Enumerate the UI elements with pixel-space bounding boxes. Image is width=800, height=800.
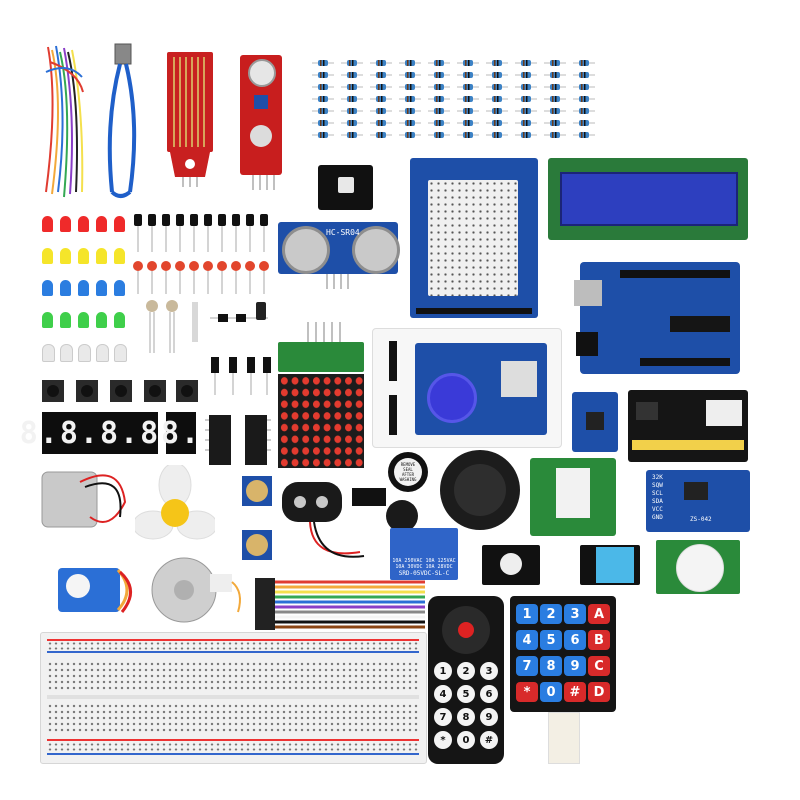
ir-remote-button[interactable]: 6 [480, 685, 498, 703]
servo-motor [58, 568, 132, 613]
pir-motion-sensor [656, 540, 740, 594]
rfid-header-pins [389, 341, 397, 435]
keypad-key[interactable]: 2 [540, 604, 562, 624]
rtc-module: 32K SQW SCL SDA VCC GND ZS-042 [646, 470, 750, 532]
buzzer-label-4: WASHING [399, 477, 417, 482]
ir-remote-button[interactable]: 4 [434, 685, 452, 703]
led-assortment [42, 216, 132, 366]
keypad-key[interactable]: 5 [540, 630, 562, 650]
rtc-pin-label: 32K [652, 474, 663, 481]
keypad-key[interactable]: 4 [516, 630, 538, 650]
small-components [146, 300, 268, 353]
buzzer-label-2: SEAL [403, 467, 413, 472]
potentiometers [242, 476, 272, 560]
ultrasonic-label: HC-SR04 [326, 228, 360, 237]
relay-spec-1: 10A 250VAC 10A 125VAC [392, 558, 456, 564]
joystick-module [440, 450, 520, 530]
ir-remote-button[interactable]: 5 [457, 685, 475, 703]
seven-segment-4digit: 8.8.8.8. [20, 412, 178, 454]
keypad-key[interactable]: 7 [516, 656, 538, 676]
usb-cable [107, 43, 137, 198]
sound-sensor-pins [252, 175, 275, 190]
ir-remote: 1 2 3 4 5 6 7 8 9 * 0 # [428, 596, 504, 764]
led-matrix-8x8 [278, 374, 364, 468]
buzzer-label-3: AFTER [401, 472, 415, 477]
dc-motor [41, 471, 127, 528]
ir-remote-button[interactable]: 3 [480, 662, 498, 680]
keypad-key[interactable]: 1 [516, 604, 538, 624]
ultrasonic-pins [326, 274, 349, 289]
ir-remote-button[interactable]: 1 [434, 662, 452, 680]
ir-remote-button[interactable]: * [434, 731, 452, 749]
keypad-key[interactable]: 0 [540, 682, 562, 702]
keypad-key[interactable]: # [564, 682, 586, 702]
seven-segment-1digit: 8. [161, 412, 199, 454]
solderless-breadboard [40, 632, 427, 764]
water-level-sensor [167, 52, 213, 187]
ultrasonic-sensor: HC-SR04 [278, 222, 400, 274]
relay-module: 10A 250VAC 10A 125VAC 10A 30VDC 10A 28VD… [390, 528, 458, 580]
ir-remote-button[interactable]: 7 [434, 708, 452, 726]
battery-clip-jack [282, 482, 386, 558]
ir-remote-button[interactable]: 8 [457, 708, 475, 726]
prototype-shield [410, 158, 538, 318]
keypad-key[interactable]: 6 [564, 630, 586, 650]
rtc-pin-label: SCL [652, 490, 663, 497]
stepper-motor [151, 557, 241, 623]
breadboard-power-module [628, 390, 748, 462]
matrix-driver-board [278, 342, 364, 372]
rfid-kit-box [372, 328, 562, 448]
relay-spec-2: 10A 30VDC 10A 28VDC [395, 564, 453, 570]
rtc-model-label: ZS-042 [690, 516, 712, 523]
temperature-humidity-sensor [580, 545, 640, 585]
ir-remote-button[interactable]: 0 [457, 731, 475, 749]
transistor-row [134, 214, 268, 252]
push-buttons [42, 380, 198, 402]
gyroscope-module [572, 392, 618, 452]
sound-sensor-module [240, 55, 282, 175]
ic-chips [205, 357, 271, 465]
light-sensor-module [318, 165, 373, 210]
keypad-key[interactable]: 3 [564, 604, 586, 624]
rtc-pin-label: SQW [652, 482, 663, 489]
keypad-key[interactable]: C [588, 656, 610, 676]
keypad-key[interactable]: 9 [564, 656, 586, 676]
button-module [482, 545, 540, 585]
ir-remote-button[interactable]: 9 [480, 708, 498, 726]
rtc-pin-label: SDA [652, 498, 663, 505]
ir-remote-button[interactable]: 2 [457, 662, 475, 680]
resistor-pack [312, 60, 596, 139]
keypad-key[interactable]: B [588, 630, 610, 650]
matrix-pins [307, 322, 341, 342]
keypad-key[interactable]: D [588, 682, 610, 702]
rfid-keyfob [427, 373, 477, 423]
arduino-uno-board [574, 262, 740, 374]
keypad-key[interactable]: A [588, 604, 610, 624]
jumper-wires-bundle [45, 45, 84, 198]
rtc-pin-label: VCC [652, 506, 663, 513]
keypad-ribbon-connector [548, 712, 580, 764]
active-buzzer: REMOVE SEAL AFTER WASHING [388, 452, 428, 492]
buzzer-label-1: REMOVE [400, 462, 416, 467]
relay-model: SRD-05VDC-SL-C [398, 570, 450, 577]
ir-remote-button[interactable]: # [480, 731, 498, 749]
ceramic-capacitors [133, 261, 269, 294]
rtc-pin-label: GND [652, 514, 663, 521]
ribbon-jumper-cables [255, 578, 425, 630]
membrane-keypad: 1 2 3 A 4 5 6 B 7 8 9 C * 0 # D [510, 596, 616, 712]
lcd-1602-module [548, 158, 748, 240]
keypad-key[interactable]: 8 [540, 656, 562, 676]
passive-buzzer [386, 500, 418, 532]
stepper-driver-board [530, 458, 616, 536]
fan-propeller [135, 465, 215, 540]
keypad-key[interactable]: * [516, 682, 538, 702]
